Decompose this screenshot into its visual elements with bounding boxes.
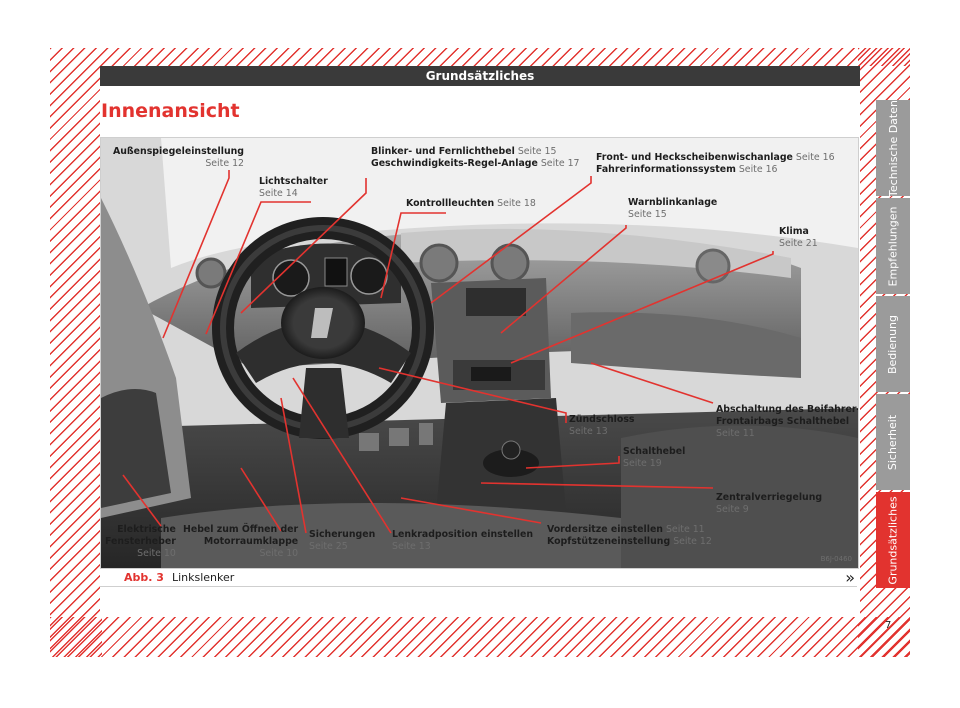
callout-title-2: Geschwindigkeits-Regel-Anlage <box>371 158 538 169</box>
callout-lines <box>122 170 774 534</box>
figure-code: B6J-0460 <box>820 555 852 563</box>
callout-page: Seite 21 <box>779 238 818 249</box>
caption-text: Linkslenker <box>171 570 235 584</box>
callout-page: Seite 19 <box>623 458 662 469</box>
callout-page-2: Seite 12 <box>673 536 712 547</box>
dashboard-illustration <box>101 138 858 568</box>
callout-title-line2: Fensterheber <box>105 536 176 547</box>
callout-page: Seite 18 <box>497 198 536 209</box>
callout-page: Seite 14 <box>259 188 298 199</box>
callout-blinker: Blinker- und Fernlichthebel Seite 15 Ges… <box>371 146 580 170</box>
callout-lenkrad: Lenkradposition einstellen Seite 13 <box>392 529 533 553</box>
tab-label: Grundsätzliches <box>886 495 900 585</box>
callout-zuendschloss: Zündschloss Seite 13 <box>569 414 634 438</box>
callout-page: Seite 12 <box>205 158 245 169</box>
continue-marker-icon: » <box>845 568 855 587</box>
callout-title: Hebel zum Öffnen der <box>183 524 299 535</box>
callout-kontrollleuchten: Kontrollleuchten Seite 18 <box>406 198 536 210</box>
hatch-border-left <box>50 48 102 657</box>
hatch-border-bottom <box>50 617 910 657</box>
callout-schalthebel: Schalthebel Seite 19 <box>623 446 685 470</box>
callout-title: Lichtschalter <box>259 176 328 187</box>
tab-label: Bedienung <box>886 314 900 374</box>
callout-zentral: Zentralverriegelung Seite 9 <box>716 492 822 516</box>
tab-label: Technische Daten <box>886 99 900 197</box>
callout-aussenspiegel: Außenspiegeleinstellung Seite 12 <box>113 146 244 170</box>
callout-lichtschalter: Lichtschalter Seite 14 <box>259 176 328 200</box>
callout-title-2: Kopfstützeneinstellung <box>547 536 671 547</box>
callout-title: Vordersitze einstellen <box>547 524 663 535</box>
callout-page-2: Seite 17 <box>540 158 580 169</box>
callout-title-line2: Frontairbags Schalthebel <box>716 416 850 427</box>
callout-page: Seite 11 <box>665 524 705 535</box>
callout-page: Seite 15 <box>628 209 667 220</box>
callout-page: Seite 10 <box>137 548 176 559</box>
callout-title: Abschaltung des Beifahrer- <box>716 404 859 415</box>
page-number: 7 <box>885 620 892 631</box>
callout-page: Seite 25 <box>309 541 348 552</box>
tab-label: Sicherheit <box>886 414 900 470</box>
callout-title: Klima <box>779 226 809 237</box>
callout-title-2: Fahrerinformationssystem <box>596 164 736 175</box>
callout-page: Seite 13 <box>569 426 608 437</box>
callout-sicherungen: Sicherungen Seite 25 <box>309 529 375 553</box>
callout-title: Blinker- und Fernlichthebel <box>371 146 515 157</box>
callout-fensterheber: Elektrische Fensterheber Seite 10 <box>105 524 176 560</box>
tab-label: Empfehlungen <box>886 206 900 286</box>
callout-vordersitze: Vordersitze einstellen Seite 11 Kopfstüt… <box>547 524 712 548</box>
callout-page-2: Seite 16 <box>738 164 778 175</box>
callout-page: Seite 16 <box>795 152 835 163</box>
callout-page: Seite 9 <box>716 504 749 515</box>
callout-motorraum: Hebel zum Öffnen der Motorraumklappe Sei… <box>183 524 298 560</box>
callout-title: Elektrische <box>117 524 176 535</box>
callout-title: Warnblinkanlage <box>628 197 718 208</box>
callout-wischer: Front- und Heckscheibenwischanlage Seite… <box>596 152 835 176</box>
tab-bedienung[interactable]: Bedienung <box>876 296 910 392</box>
tab-sicherheit[interactable]: Sicherheit <box>876 394 910 490</box>
callout-title: Kontrollleuchten <box>406 198 495 209</box>
callout-page: Seite 15 <box>517 146 557 157</box>
tab-empfehlungen[interactable]: Empfehlungen <box>876 198 910 294</box>
callout-abschaltung: Abschaltung des Beifahrer- Frontairbags … <box>716 404 859 440</box>
caption-label: Abb. 3 <box>124 570 164 584</box>
callout-title: Außenspiegeleinstellung <box>113 146 245 157</box>
callout-title: Zentralverriegelung <box>716 492 823 503</box>
interior-figure: Außenspiegeleinstellung Seite 12 Lichtsc… <box>100 137 859 569</box>
page-title: Innenansicht <box>101 100 240 122</box>
figure-caption: Abb. 3 Linkslenker » <box>100 568 857 587</box>
callout-title: Schalthebel <box>623 446 686 457</box>
callout-warnblink: Warnblinkanlage Seite 15 <box>628 197 717 221</box>
callout-title: Lenkradposition einstellen <box>392 529 534 540</box>
callout-page: Seite 11 <box>716 428 755 439</box>
hatch-border-top <box>50 48 910 66</box>
tab-grundsaetzliches[interactable]: Grundsätzliches <box>876 492 910 588</box>
callout-title: Sicherungen <box>309 529 376 540</box>
callout-page: Seite 10 <box>259 548 299 559</box>
callout-klima: Klima Seite 21 <box>779 226 818 250</box>
section-header: Grundsätzliches <box>100 66 860 86</box>
callout-page: Seite 13 <box>392 541 431 552</box>
callout-title-line2: Motorraumklappe <box>203 536 299 547</box>
tab-technische-daten[interactable]: Technische Daten <box>876 100 910 196</box>
callout-title: Zündschloss <box>569 414 635 425</box>
callout-title: Front- und Heckscheibenwischanlage <box>596 152 793 163</box>
